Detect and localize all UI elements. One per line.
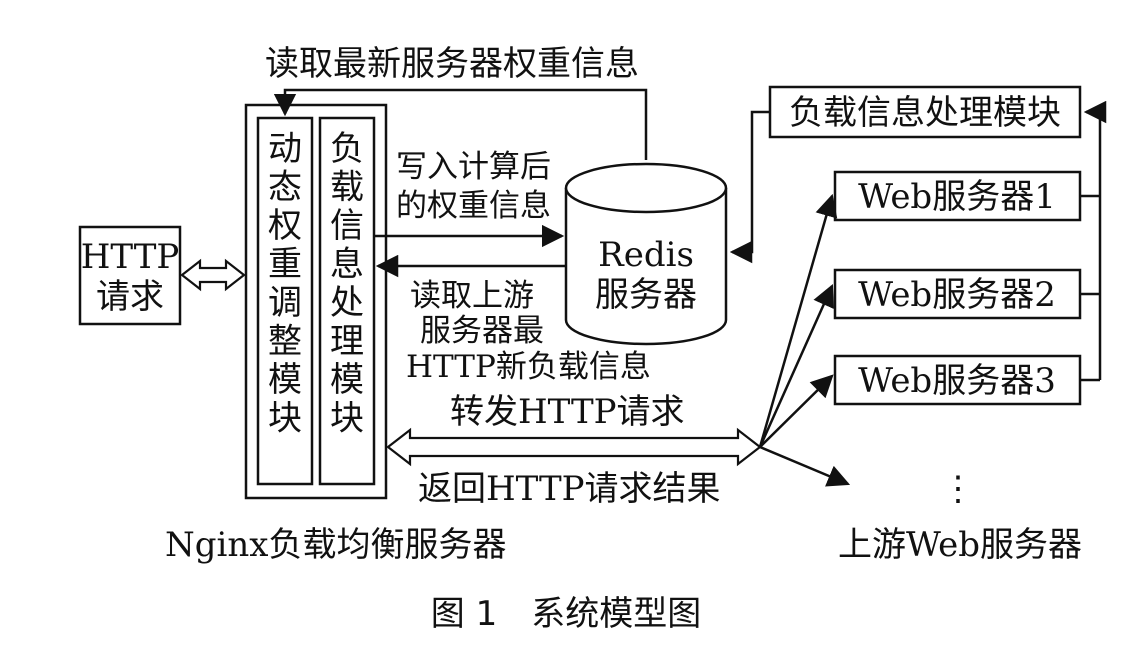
read-latest-weights-arrow <box>273 88 648 160</box>
upstream-web-servers-caption: 上游Web服务器 <box>838 525 1082 565</box>
http-nginx-double-arrow <box>180 258 246 292</box>
web-server-1-box: Web服务器1 <box>833 170 1082 222</box>
load-info-processing-module-char: 载 <box>330 168 364 208</box>
load-info-processing-module-char: 息 <box>330 245 364 285</box>
redis-name: Redis <box>598 235 694 275</box>
load-info-processing-module-char: 理 <box>330 322 364 362</box>
nginx-server-box <box>244 103 388 500</box>
return-http-label: 返回HTTP请求结果 <box>418 469 721 509</box>
write-weights-label-2: 的权重信息 <box>396 188 551 224</box>
web-server-3-box: Web服务器3 <box>833 354 1082 406</box>
load-info-processing-module-label: 负载信息处理模块 <box>330 129 364 439</box>
dynamic-weight-module-char: 动 <box>268 129 302 169</box>
web-server-2-box: Web服务器2 <box>833 268 1082 320</box>
load-info-processing-module-char: 信 <box>330 206 364 246</box>
nginx-caption: Nginx负载均衡服务器 <box>165 525 506 565</box>
figure-caption: 图 1 系统模型图 <box>431 594 701 634</box>
web-server-3-label: Web服务器3 <box>858 361 1056 401</box>
more-servers-ellipsis: ⋮ <box>941 469 975 509</box>
load-info-processing-module-char: 处 <box>330 283 364 323</box>
load-info-to-redis-arrow <box>729 110 770 264</box>
redis-cylinder: Redis 服务器 <box>564 162 728 346</box>
read-upstream-label-2: 服务器最 <box>420 313 544 349</box>
dynamic-weight-module-char: 权 <box>268 206 302 246</box>
redis-server-label: 服务器 <box>595 275 697 315</box>
dynamic-weight-module-char: 调 <box>268 283 302 323</box>
forward-return-double-arrow <box>386 427 762 467</box>
web-servers-report-bracket <box>1080 100 1107 382</box>
load-info-processing-module-char: 块 <box>330 399 364 439</box>
load-info-processing-module-char: 负 <box>330 129 364 169</box>
load-info-module-label: 负载信息处理模块 <box>789 93 1061 133</box>
http-request-line2: 请求 <box>96 277 164 317</box>
dynamic-weight-module-char: 模 <box>268 360 302 400</box>
read-latest-weights-label: 读取最新服务器权重信息 <box>265 44 639 84</box>
web-server-2-label: Web服务器2 <box>858 275 1056 315</box>
forward-http-label: 转发HTTP请求 <box>450 392 685 432</box>
fan-out-arrows <box>758 193 851 487</box>
web-server-1-label: Web服务器1 <box>858 177 1056 217</box>
dynamic-weight-module <box>256 116 314 486</box>
dynamic-weight-module-char: 整 <box>268 322 302 362</box>
load-info-processing-module-char: 模 <box>330 360 364 400</box>
read-upstream-label-3: HTTP新负载信息 <box>406 349 651 385</box>
write-weights-label-1: 写入计算后 <box>396 149 551 185</box>
read-upstream-label-1: 读取上游 <box>410 278 534 314</box>
http-request-box: HTTP 请求 <box>78 225 182 326</box>
http-request-line1: HTTP <box>81 237 180 277</box>
dynamic-weight-module-char: 块 <box>268 399 302 439</box>
load-info-processing-module <box>318 116 376 486</box>
load-info-module-box: 负载信息处理模块 <box>768 85 1082 139</box>
dynamic-weight-module-char: 态 <box>268 168 302 208</box>
dynamic-weight-module-char: 重 <box>268 245 302 285</box>
